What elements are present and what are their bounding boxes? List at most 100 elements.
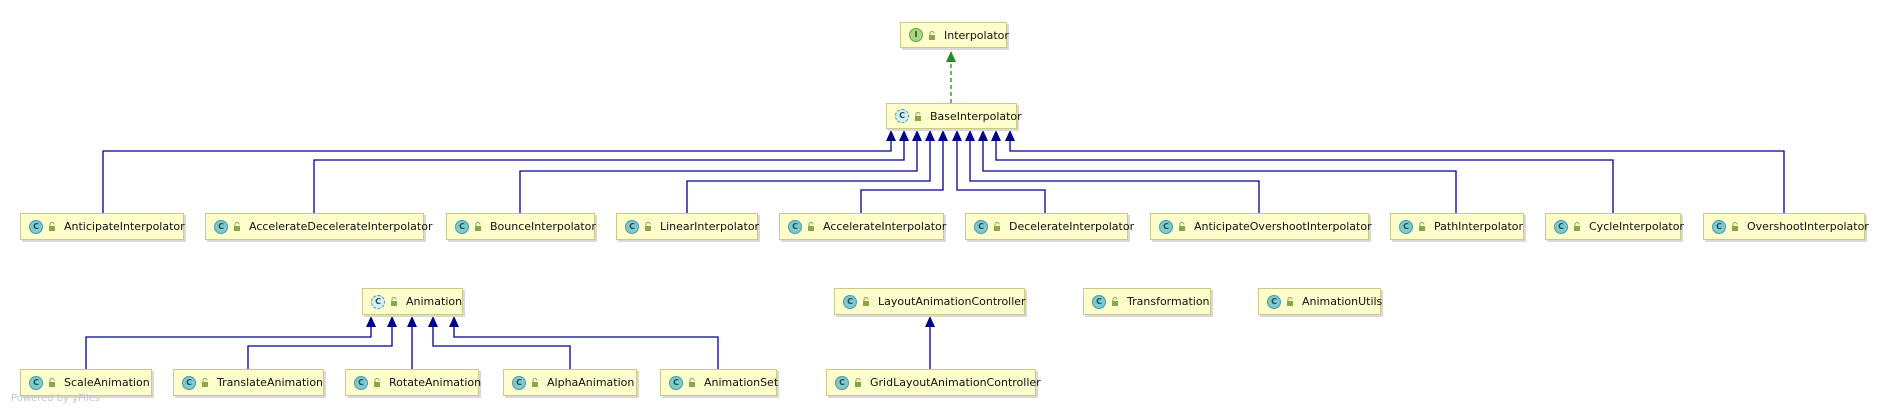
node-animation-utils[interactable]: C AnimationUtils (1258, 288, 1383, 315)
lock-icon (475, 222, 481, 231)
lock-icon (234, 222, 240, 231)
lock-icon (994, 222, 1000, 231)
class-icon: C (843, 294, 857, 309)
node-linear-interpolator[interactable]: C LinearInterpolator (616, 213, 760, 240)
extends-edge-4 (860, 141, 944, 213)
lock-icon (49, 222, 55, 231)
node-label: OvershootInterpolator (1747, 220, 1869, 233)
node-path-interpolator[interactable]: C PathInterpolator (1390, 213, 1524, 240)
extends-arrowhead-9 (1005, 130, 1015, 141)
lock-icon (1732, 222, 1738, 231)
lock-icon (689, 378, 695, 387)
animation-arrowhead-3 (428, 316, 438, 327)
class-icon: C (788, 219, 802, 234)
extends-arrowhead-3 (925, 130, 935, 141)
node-label: PathInterpolator (1434, 220, 1524, 233)
class-icon: C (974, 219, 988, 234)
node-scale-animation[interactable]: C ScaleAnimation (20, 369, 152, 396)
node-label: BaseInterpolator (930, 109, 1022, 123)
animation-arrowhead-2 (407, 316, 417, 327)
extends-edge-3 (686, 141, 931, 213)
lock-icon (1112, 297, 1118, 306)
extends-edge-7 (982, 141, 1457, 213)
extends-edge-5 (956, 141, 1046, 213)
lock-icon (532, 378, 538, 387)
class-icon: C (1554, 219, 1568, 234)
node-interpolator[interactable]: I Interpolator (900, 22, 1009, 48)
lock-icon (1287, 297, 1293, 306)
class-icon: C (214, 219, 228, 234)
node-alpha-animation[interactable]: C AlphaAnimation (503, 369, 637, 396)
extends-arrowhead-0 (886, 130, 896, 141)
node-animation[interactable]: C Animation (362, 288, 463, 315)
extends-arrowhead-7 (978, 130, 988, 141)
class-icon: C (1267, 294, 1281, 309)
node-base-interpolator[interactable]: C BaseInterpolator (886, 103, 1022, 129)
node-accelerate-decelerate-interpolator[interactable]: C AccelerateDecelerateInterpolator (205, 213, 432, 240)
class-icon: C (1159, 219, 1173, 234)
class-icon: C (1092, 294, 1106, 309)
lock-icon (863, 297, 869, 306)
node-label: DecelerateInterpolator (1009, 220, 1135, 233)
lock-icon (915, 111, 921, 121)
node-bounce-interpolator[interactable]: C BounceInterpolator (446, 213, 596, 240)
extends-edge-1 (313, 141, 905, 213)
extends-arrowhead-8 (991, 130, 1001, 141)
node-label: CycleInterpolator (1589, 220, 1684, 233)
class-icon: C (1399, 219, 1413, 234)
node-label: TranslateAnimation (217, 376, 324, 389)
node-label: LinearInterpolator (660, 220, 760, 233)
lock-icon (1179, 222, 1185, 231)
class-icon: C (354, 375, 368, 390)
node-layout-animation-controller[interactable]: C LayoutAnimationController (834, 288, 1026, 315)
node-rotate-animation[interactable]: C RotateAnimation (345, 369, 481, 396)
extends-edge-2 (519, 141, 918, 213)
node-label: Transformation (1127, 295, 1210, 308)
node-label: AccelerateDecelerateInterpolator (249, 220, 433, 233)
node-label: AnimationUtils (1302, 295, 1383, 308)
node-label: AnimationSet (704, 376, 779, 389)
extends-edge-6 (969, 141, 1260, 213)
extends-arrowhead-6 (965, 130, 975, 141)
node-accelerate-interpolator[interactable]: C AccelerateInterpolator (779, 213, 946, 240)
layout-controller-arrowhead (925, 316, 935, 327)
node-anticipate-interpolator[interactable]: C AnticipateInterpolator (20, 213, 185, 240)
node-overshoot-interpolator[interactable]: C OvershootInterpolator (1703, 213, 1869, 240)
animation-edge-4 (453, 327, 719, 369)
node-label: Animation (406, 295, 463, 308)
node-label: LayoutAnimationController (878, 295, 1026, 308)
node-anticipate-overshoot-interpolator[interactable]: C AnticipateOvershootInterpolator (1150, 213, 1372, 240)
class-icon: C (1712, 219, 1726, 234)
class-icon: C (669, 375, 683, 390)
class-icon: C (895, 109, 909, 123)
node-cycle-interpolator[interactable]: C CycleInterpolator (1545, 213, 1684, 240)
watermark: Powered by yFiles (11, 393, 100, 404)
node-translate-animation[interactable]: C TranslateAnimation (173, 369, 324, 396)
extends-edge-9 (1009, 141, 1785, 213)
lock-icon (1574, 222, 1580, 231)
extends-arrowhead-4 (938, 130, 948, 141)
node-animation-set[interactable]: C AnimationSet (660, 369, 779, 396)
class-icon: C (512, 375, 526, 390)
node-transformation[interactable]: C Transformation (1083, 288, 1211, 315)
animation-arrowhead-4 (449, 316, 459, 327)
lock-icon (929, 30, 935, 40)
node-label: BounceInterpolator (490, 220, 596, 233)
animation-arrowhead-0 (366, 316, 376, 327)
extends-edge-0 (102, 141, 892, 213)
node-label: AnticipateOvershootInterpolator (1194, 220, 1372, 233)
class-icon: C (455, 219, 469, 234)
node-label: ScaleAnimation (64, 376, 150, 389)
class-icon: C (625, 219, 639, 234)
node-label: GridLayoutAnimationController (870, 376, 1041, 389)
node-decelerate-interpolator[interactable]: C DecelerateInterpolator (965, 213, 1134, 240)
animation-edge-0 (85, 327, 372, 369)
lock-icon (374, 378, 380, 387)
lock-icon (645, 222, 651, 231)
class-icon: C (835, 375, 849, 390)
class-icon: C (29, 375, 43, 390)
implements-arrowhead (946, 51, 956, 62)
node-grid-layout-animation-controller[interactable]: C GridLayoutAnimationController (826, 369, 1041, 396)
extends-arrowhead-5 (952, 130, 962, 141)
